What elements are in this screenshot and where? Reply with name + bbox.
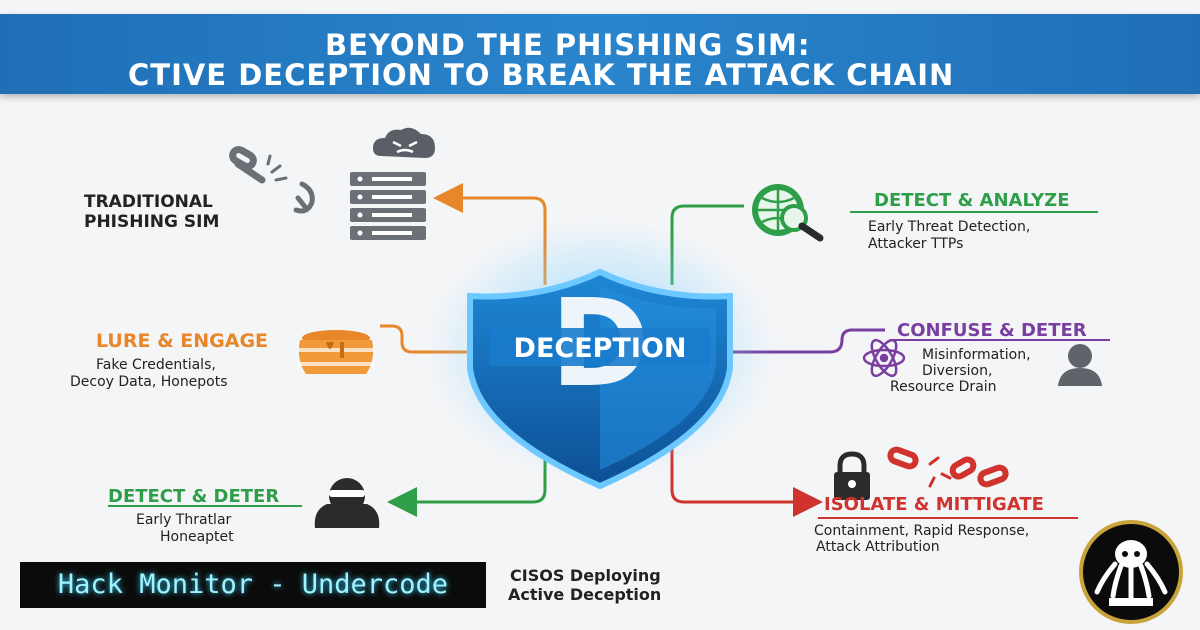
broken-chain-red-icon [887,446,1009,488]
angry-cloud-icon [373,127,435,158]
connector-isolate [670,420,823,517]
globe-magnifier-icon [752,184,824,242]
detect-analyze-line-1: Early Threat Detection, [868,219,1031,235]
confuse-line-1: Misinformation, [922,347,1031,363]
shield-label: DECEPTION [514,333,687,364]
person-icon [1058,344,1102,386]
confuse-line-3: Resource Drain [890,379,997,395]
detect-analyze-title: DETECT & ANALYZE [874,190,1070,211]
traditional-title-2: PHISHING SIM [84,212,220,232]
caption-line-2: Active Deception [508,585,662,604]
isolate-title: ISOLATE & MITTIGATE [824,494,1044,515]
connector-traditional [433,183,547,285]
swirl-icon [862,338,906,378]
server-icon [350,172,426,240]
broken-chain-icon [229,146,315,214]
hacker-icon [314,478,380,528]
confuse-title: CONFUSE & DETER [897,320,1087,341]
octopus-logo-icon [1079,520,1183,624]
isolate-line-1: Containment, Rapid Response, [814,523,1030,539]
detect-deter-line-2: Honeaptet [160,529,234,545]
lure-line-1: Fake Credentials, [96,357,216,373]
connector-detect-deter [387,420,547,517]
detect-deter-title: DETECT & DETER [108,486,280,507]
title-banner: BEYOND THE PHISHING SIM: CTIVE DECEPTION… [0,14,1200,94]
caption-line-1: CISOS Deploying [510,566,661,585]
traditional-title-1: TRADITIONAL [84,192,213,212]
title-line-1: BEYOND THE PHISHING SIM: [325,28,811,62]
lock-icon [834,451,870,500]
honeypot-icon [298,330,374,374]
connector-confuse [730,328,885,354]
lure-line-2: Decoy Data, Honepots [70,374,228,390]
confuse-line-2: Diversion, [922,363,993,379]
detect-analyze-line-2: Attacker TTPs [868,236,964,252]
connector-detect-analyze [670,204,744,285]
detect-deter-line-1: Early Thratlar [136,512,232,528]
isolate-line-2: Attack Attribution [816,539,940,555]
brand-banner: Hack Monitor - Undercode [20,562,486,608]
lure-title: LURE & ENGAGE [96,330,269,352]
connector-lure [380,324,470,354]
title-line-2: CTIVE DECEPTION TO BREAK THE ATTACK CHAI… [128,58,955,92]
